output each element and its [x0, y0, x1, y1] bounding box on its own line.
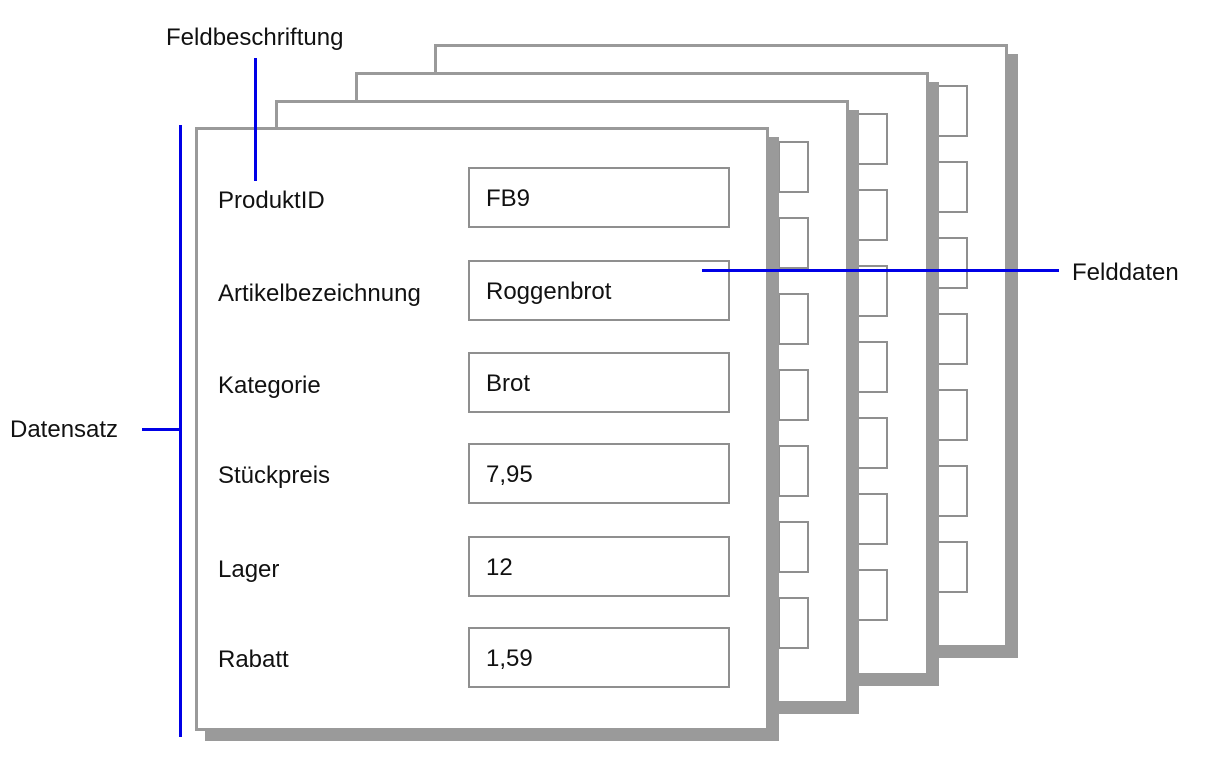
annotation-feldbeschriftung: Feldbeschriftung: [166, 24, 344, 51]
datensatz-connector-line: [142, 428, 180, 431]
field-stub: [857, 569, 888, 621]
field-value-box: Roggenbrot: [468, 260, 730, 321]
field-value-box: 7,95: [468, 443, 730, 504]
field-stub: [937, 313, 968, 365]
field-value: 12: [486, 554, 513, 581]
field-value: FB9: [486, 185, 531, 212]
field-value-box: 12: [468, 536, 730, 597]
field-stub: [857, 417, 888, 469]
field-stub: [778, 141, 809, 193]
field-value-box: FB9: [468, 167, 730, 228]
field-stub: [778, 521, 809, 573]
field-label: Kategorie: [218, 372, 321, 399]
field-value: 7,95: [486, 461, 533, 488]
field-stub: [937, 465, 968, 517]
field-stub: [857, 493, 888, 545]
feldbeschriftung-connector-line: [254, 58, 257, 181]
field-stub: [857, 189, 888, 241]
field-stub: [937, 389, 968, 441]
field-value: Brot: [486, 370, 531, 397]
field-label: ProduktID: [218, 187, 325, 214]
field-stub: [937, 85, 968, 137]
field-stub: [937, 161, 968, 213]
field-stub: [937, 237, 968, 289]
field-value: Roggenbrot: [486, 278, 612, 305]
field-stub: [857, 341, 888, 393]
field-label: Artikelbezeichnung: [218, 280, 421, 307]
datensatz-bracket-line: [179, 125, 182, 737]
field-stub: [937, 541, 968, 593]
field-stub: [857, 265, 888, 317]
field-value-box: 1,59: [468, 627, 730, 688]
field-stub: [778, 293, 809, 345]
felddaten-connector-line: [702, 269, 1059, 272]
annotation-felddaten: Felddaten: [1072, 259, 1179, 286]
field-stub: [778, 369, 809, 421]
annotation-datensatz: Datensatz: [10, 416, 119, 443]
field-stub: [778, 217, 809, 269]
field-label: Stückpreis: [218, 462, 331, 489]
field-stub: [778, 597, 809, 649]
field-stub: [778, 445, 809, 497]
record-card: ProduktID FB9 Artikelbezeichnung Roggenb…: [195, 127, 769, 731]
field-stub: [857, 113, 888, 165]
field-label: Lager: [218, 556, 280, 583]
field-value-box: Brot: [468, 352, 730, 413]
field-value: 1,59: [486, 645, 533, 672]
field-label: Rabatt: [218, 646, 289, 673]
